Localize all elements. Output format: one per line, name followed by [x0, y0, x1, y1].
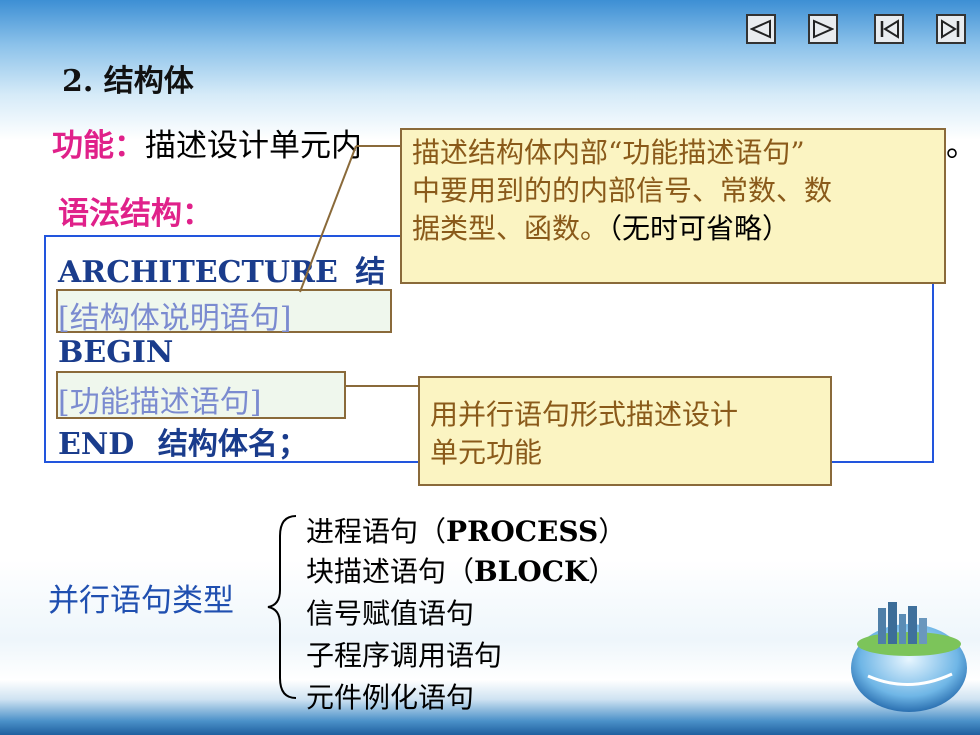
- callout-declarations-note: （无时可省略）: [608, 212, 791, 245]
- prev-button[interactable]: [746, 14, 776, 44]
- type-item-process-en: PROCESS: [446, 515, 599, 548]
- callout-declarations-line3-main: 据类型、函数。: [412, 212, 609, 245]
- callout-declarations-line1: 描述结构体内部“功能描述语句”: [412, 136, 805, 169]
- triangle-right-icon: [813, 19, 834, 39]
- footer-band: [0, 680, 980, 735]
- code-line-statements: [功能描述语句]: [58, 385, 262, 420]
- first-button[interactable]: [874, 14, 904, 44]
- concurrent-types-label: 并行语句类型: [48, 583, 234, 619]
- callout-declarations-line3: 据类型、函数。（无时可省略）: [412, 210, 934, 248]
- type-item-process-cn: 进程语句（: [306, 515, 447, 548]
- skip-last-icon: [941, 19, 960, 39]
- callout-statements: 用并行语句形式描述设计 单元功能: [418, 376, 832, 486]
- callout-declarations: 描述结构体内部“功能描述语句” 中要用到的的内部信号、常数、数 据类型、函数。（…: [400, 128, 946, 284]
- type-item-process: 进程语句（PROCESS）: [306, 510, 626, 550]
- left-brace-icon: [267, 515, 297, 699]
- end-keyword: END: [58, 427, 135, 462]
- code-line-declarations: [结构体说明语句]: [58, 301, 292, 336]
- type-item-block-en: BLOCK: [474, 555, 589, 588]
- callout-statements-line2: 单元功能: [430, 436, 543, 469]
- function-tail: 。: [946, 128, 977, 164]
- city-globe-icon: [851, 602, 967, 712]
- type-item-block-cn: 块描述语句（: [306, 555, 475, 588]
- skip-first-icon: [880, 19, 899, 39]
- code-line-end: END 结构体名；: [58, 419, 308, 463]
- type-item-block-end: ）: [588, 555, 617, 588]
- code-line-architecture: ARCHITECTURE 结: [58, 247, 385, 291]
- callout-statements-line1: 用并行语句形式描述设计: [430, 398, 739, 431]
- architecture-keyword: ARCHITECTURE: [58, 255, 338, 290]
- type-item-signal-assign: 信号赋值语句: [306, 597, 475, 630]
- type-item-block: 块描述语句（BLOCK）: [306, 550, 616, 590]
- function-text: 描述设计单元内: [145, 128, 362, 164]
- declaration-highlight: [56, 289, 392, 333]
- slide-title: 2. 结构体: [62, 64, 194, 99]
- function-label: 功能：: [52, 128, 145, 164]
- end-rest: 结构体名；: [157, 427, 308, 462]
- triangle-left-icon: [750, 19, 771, 39]
- type-item-process-end: ）: [598, 515, 627, 548]
- function-line: 功能：描述设计单元内: [52, 120, 362, 165]
- last-button[interactable]: [936, 14, 966, 44]
- syntax-label: 语法结构：: [58, 196, 213, 232]
- type-item-component-instance: 元件例化语句: [306, 681, 475, 714]
- architecture-name: 结: [355, 255, 386, 290]
- next-button[interactable]: [808, 14, 838, 44]
- type-item-subprogram-call: 子程序调用语句: [306, 639, 503, 672]
- statement-highlight: [56, 371, 346, 419]
- callout-declarations-line2: 中要用到的的内部信号、常数、数: [412, 174, 833, 207]
- code-line-begin: BEGIN: [58, 335, 174, 370]
